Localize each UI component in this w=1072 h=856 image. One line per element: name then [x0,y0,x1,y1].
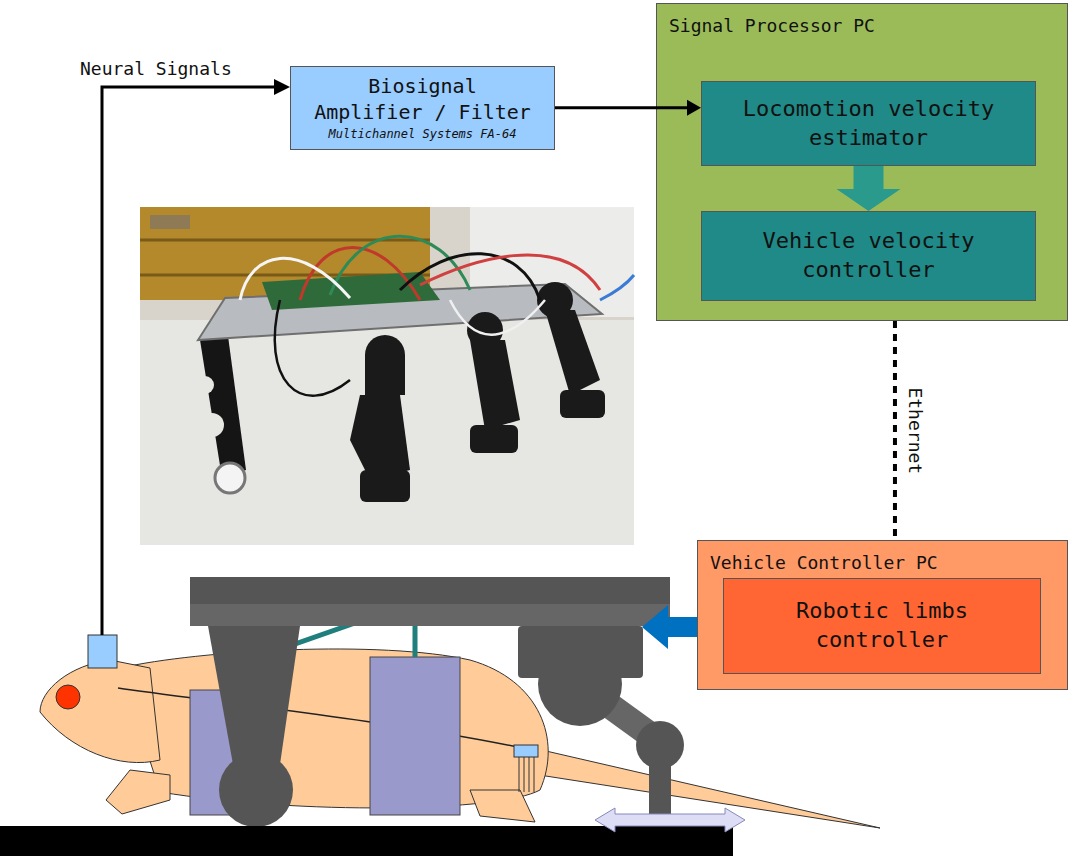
rat-figure-part [118,688,522,748]
robotic-vehicle-part [538,642,622,726]
amplifier-box: Biosignal Amplifier / FilterMultichannel… [290,66,555,150]
command-arrow [642,605,697,649]
rat-figure-part [120,649,548,808]
robot-photo-part [215,463,245,493]
box-label: Biosignal Amplifier / Filter [312,73,534,125]
robot-photo-part [200,413,224,437]
connector [837,166,901,211]
robotic-vehicle [190,577,684,827]
panel-title: Vehicle Controller PC [710,551,1055,574]
connector [894,321,895,540]
signal-wire-part [102,87,276,635]
robot-photo-part [240,258,350,300]
block-arrow [837,166,901,211]
rat-figure-part [106,770,170,814]
connector-line [893,321,897,540]
box-label: Locomotion velocity estimator [712,95,1025,152]
robotic-vehicle-part [190,604,670,626]
robot-photo-part [545,310,600,395]
robot-photo-part [470,425,518,453]
robot-photo-part [420,255,600,290]
arrow-head [687,100,701,116]
edge-label: Ethernet [905,385,927,476]
connector [555,100,701,116]
robot-photo-part [560,390,605,418]
motion-arrow [595,808,745,832]
pc-panel: Signal Processor PC Locomotion velocity e… [656,3,1068,321]
robot-photo-part [350,395,410,480]
robotic-vehicle-part [219,753,293,827]
signal-wire-part [274,79,290,95]
robot-photo-part [470,340,520,430]
box-label: Robotic limbs controller [734,597,1030,654]
robot-photo-part [150,215,190,229]
pc-panel: Vehicle Controller PC Robotic limbs contr… [697,540,1068,690]
rat-figure-part [470,790,535,822]
robot-photo-part [330,236,470,295]
process-box: Vehicle velocity controller [701,211,1036,301]
ground [0,826,733,856]
model-name: Multichannel Systems FA-64 [329,127,517,143]
robot-photo-part [365,355,405,395]
robot-photo-part [275,300,350,396]
process-box: Locomotion velocity estimator [701,81,1036,166]
robot-photo-part [196,376,214,394]
rat-figure-part [514,745,538,757]
robot-photo-part [600,275,634,300]
robot-photo-part [300,248,420,301]
robot-photo-part [360,470,410,502]
rat-figure-part [370,657,460,815]
process-box: Robotic limbs controller [723,578,1041,674]
rat-figure-part [88,635,117,668]
signal-wire [102,79,290,635]
robotic-vehicle-part [190,577,670,604]
panel-title: Signal Processor PC [669,14,1055,37]
rat-figure-part [56,685,80,709]
box-label: Vehicle velocity controller [712,227,1025,284]
robot-photo-part [450,300,545,335]
signal-label: Neural Signals [80,58,232,80]
robot-photo-part [200,336,246,478]
robot-photo [140,207,634,545]
robot-photo-part [400,254,540,300]
robot-photo-part [140,207,634,545]
rat-figure-part [40,660,160,763]
rat-figure-part [519,757,534,792]
connector-line [555,106,687,109]
